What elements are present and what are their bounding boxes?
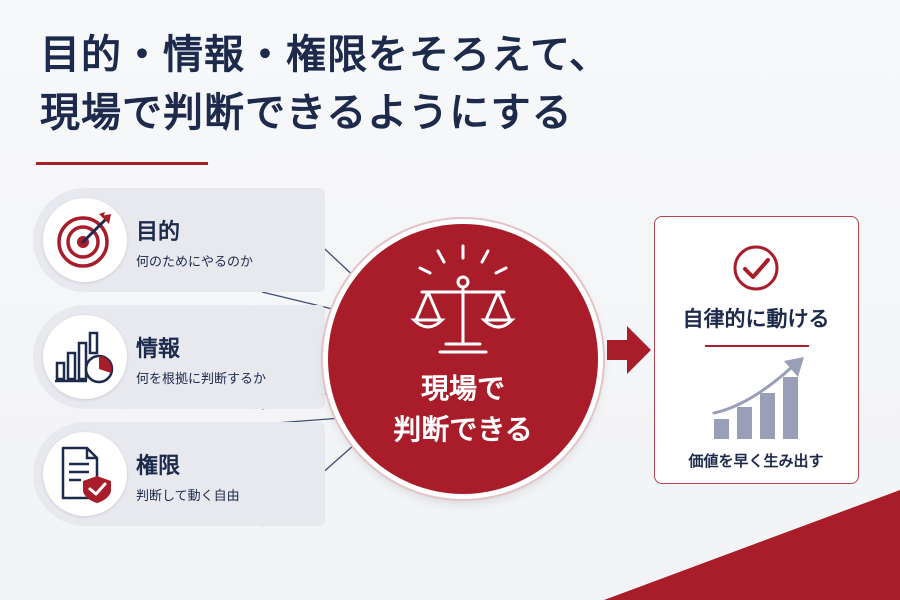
title-line-2: 現場で判断できるようにする bbox=[40, 90, 573, 136]
bar-pie-chart-icon bbox=[55, 331, 114, 384]
pillar-authority: 権限 判断して動く自由 bbox=[33, 422, 325, 526]
page-title: 目的・情報・権限をそろえて、 現場で判断できるようにする bbox=[40, 26, 610, 142]
pillar-information-description: 何を根拠に判断するか bbox=[136, 372, 267, 387]
center-label-line-2: 判断できる bbox=[393, 413, 533, 446]
title-underline bbox=[36, 162, 208, 165]
center-label-line-1: 現場で bbox=[420, 372, 505, 405]
pillar-authority-icon-circle bbox=[43, 432, 127, 516]
document-shield-check-icon bbox=[61, 446, 111, 503]
pillar-purpose-icon-circle bbox=[43, 198, 127, 282]
result-divider bbox=[705, 345, 809, 347]
connector-purpose-bottom bbox=[261, 291, 346, 313]
result-subtitle: 価値を早く生み出す bbox=[688, 452, 824, 470]
pillar-information-heading: 情報 bbox=[136, 337, 181, 362]
result-box: 自律的に動ける 価値を早く生み出す bbox=[654, 216, 859, 484]
pillar-information-icon-circle bbox=[43, 315, 127, 399]
pillar-purpose-heading: 目的 bbox=[136, 220, 181, 245]
pillar-purpose-description: 何のためにやるのか bbox=[136, 255, 254, 270]
target-arrow-icon bbox=[57, 212, 111, 268]
center-circle: 現場で 判断できる bbox=[328, 224, 598, 494]
check-circle-icon bbox=[733, 245, 779, 291]
pillar-authority-description: 判断して動く自由 bbox=[136, 489, 240, 504]
balance-scale-icon bbox=[410, 244, 516, 354]
pillar-information: 情報 何を根拠に判断するか bbox=[33, 305, 325, 409]
arrow-right-icon bbox=[607, 326, 651, 374]
pillar-authority-heading: 権限 bbox=[136, 454, 181, 479]
title-line-1: 目的・情報・権限をそろえて、 bbox=[40, 32, 610, 78]
result-title: 自律的に動ける bbox=[682, 307, 830, 331]
pillar-purpose: 目的 何のためにやるのか bbox=[33, 188, 325, 292]
growth-bar-chart-icon bbox=[712, 357, 804, 439]
